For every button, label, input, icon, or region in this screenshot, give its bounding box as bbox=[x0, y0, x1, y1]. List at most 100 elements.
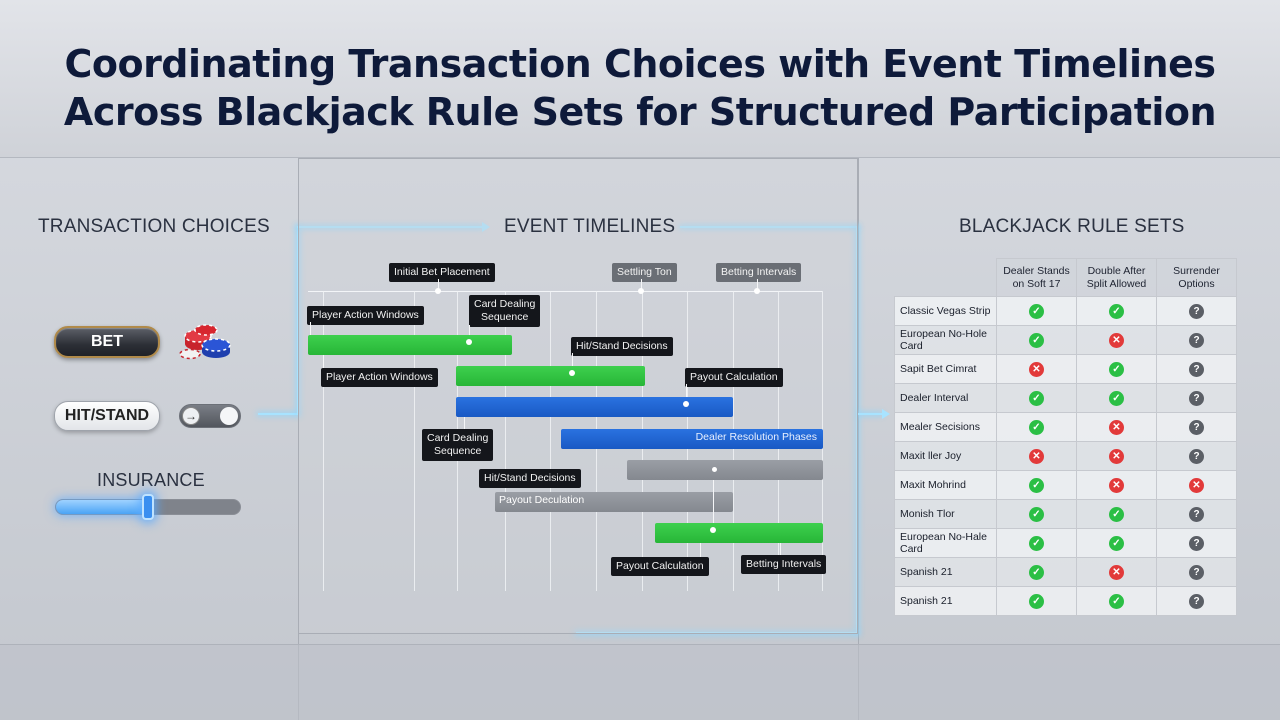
check-icon: ✓ bbox=[1029, 390, 1044, 406]
timeline-bar-betting-intervals[interactable] bbox=[655, 523, 823, 543]
timeline-label-payout: Payout Calculation bbox=[685, 368, 783, 387]
table-row: Spanish 21✓✕? bbox=[894, 557, 1237, 587]
check-icon: ✓ bbox=[1109, 361, 1124, 377]
table-cell: ✕ bbox=[1076, 412, 1157, 442]
connector-line bbox=[858, 413, 882, 415]
table-row: Sapit Bet Cimrat✕✓? bbox=[894, 354, 1237, 384]
table-cell: ✓ bbox=[996, 325, 1077, 355]
table-row: European No-Hole Card✓✕? bbox=[894, 325, 1237, 355]
insurance-label: INSURANCE bbox=[97, 470, 205, 490]
bottom-band bbox=[0, 644, 1280, 720]
connector-line bbox=[713, 480, 714, 524]
cross-icon: ✕ bbox=[1109, 419, 1124, 435]
table-cell: ✓ bbox=[996, 528, 1077, 558]
timeline-label-line: Sequence bbox=[434, 445, 482, 457]
table-body: Classic Vegas Strip✓✓?European No-Hole C… bbox=[894, 296, 1237, 616]
cross-icon: ✕ bbox=[1109, 564, 1124, 580]
rule-set-name: Spanish 21 bbox=[894, 586, 997, 616]
table-cell: ✓ bbox=[996, 557, 1077, 587]
timeline-label-hit-stand: Hit/Stand Decisions bbox=[479, 469, 581, 488]
connector-line bbox=[464, 417, 465, 429]
timeline-bar-label: Dealer Resolution Phases bbox=[695, 431, 817, 443]
table-cell: ? bbox=[1156, 296, 1237, 326]
page-title: Coordinating Transaction Choices with Ev… bbox=[0, 40, 1280, 136]
question-icon: ? bbox=[1189, 535, 1204, 551]
check-icon: ✓ bbox=[1109, 593, 1124, 609]
page-title-line-1: Coordinating Transaction Choices with Ev… bbox=[64, 42, 1216, 86]
table-row: Maxit ller Joy✕✕? bbox=[894, 441, 1237, 471]
timeline-label-payout: Payout Calculation bbox=[611, 557, 709, 576]
timeline-label-betting-intervals: Betting Intervals bbox=[741, 555, 827, 574]
casino-chips-icon bbox=[179, 324, 231, 360]
table-row: Spanish 21✓✓? bbox=[894, 586, 1237, 616]
table-row: Maxit Mohrind ✓ ✕✕ bbox=[894, 470, 1237, 500]
gridline bbox=[505, 291, 506, 591]
transaction-choices-heading: TRANSACTION CHOICES bbox=[38, 216, 270, 237]
table-cell: ✕ bbox=[996, 441, 1077, 471]
title-band bbox=[0, 0, 1280, 158]
table-cell: ✓ bbox=[996, 470, 1077, 500]
table-cell: ✓ bbox=[996, 412, 1077, 442]
timeline-bar-dealer-resolution[interactable]: Dealer Resolution Phases bbox=[561, 429, 823, 449]
insurance-slider[interactable] bbox=[55, 494, 241, 520]
check-icon: ✓ bbox=[1029, 419, 1044, 435]
timeline-label-player-action: Player Action Windows bbox=[321, 368, 438, 387]
rule-sets-table: Dealer Stands on Soft 17 Double After Sp… bbox=[894, 258, 1237, 616]
timeline-bar-payout-deculation[interactable]: Payout Deculation bbox=[495, 492, 733, 512]
timeline-bar-player-action[interactable] bbox=[308, 335, 512, 355]
question-icon: ? bbox=[1189, 506, 1204, 522]
timeline-marker bbox=[710, 527, 716, 533]
check-icon: ✓ bbox=[1029, 477, 1044, 493]
cross-icon: ✕ bbox=[1029, 448, 1044, 464]
question-icon: ? bbox=[1189, 361, 1204, 377]
table-cell: ✕ bbox=[1076, 557, 1157, 587]
table-cell: ? bbox=[1156, 412, 1237, 442]
table-cell: ✕ bbox=[1076, 325, 1157, 355]
event-timelines-heading: EVENT TIMELINES bbox=[504, 216, 676, 237]
rule-set-name: Mealer Secisions bbox=[894, 412, 997, 442]
check-icon: ✓ bbox=[1029, 506, 1044, 522]
table-cell: ? bbox=[1156, 383, 1237, 413]
check-icon: ✓ bbox=[1029, 535, 1044, 551]
table-cell: ✕ bbox=[1156, 470, 1237, 500]
hit-stand-toggle[interactable]: → bbox=[179, 404, 241, 428]
hit-stand-button[interactable]: HIT/STAND bbox=[54, 401, 160, 431]
bet-button[interactable]: BET bbox=[54, 326, 160, 358]
question-icon: ? bbox=[1189, 564, 1204, 580]
toggle-knob bbox=[220, 407, 238, 425]
connector-line bbox=[780, 543, 781, 555]
connector-line bbox=[641, 279, 642, 291]
question-icon: ? bbox=[1189, 390, 1204, 406]
rule-set-name: Maxit Mohrind bbox=[894, 470, 997, 500]
connector-line bbox=[686, 384, 687, 398]
timeline-label-card-dealing: Card Dealing Sequence bbox=[469, 295, 541, 327]
timeline-marker bbox=[712, 467, 717, 472]
timeline-bar-hit-stand[interactable] bbox=[456, 366, 645, 386]
timeline-label-card-dealing: Card Dealing Sequence bbox=[422, 429, 494, 461]
table-row: Monish Tlor✓✓? bbox=[894, 499, 1237, 529]
connector-line bbox=[757, 279, 758, 291]
timeline-bar-settling[interactable] bbox=[627, 460, 823, 480]
insurance-slider-thumb[interactable] bbox=[142, 494, 154, 520]
insurance-slider-fill bbox=[56, 500, 148, 514]
rule-set-name: Maxit ller Joy bbox=[894, 441, 997, 471]
connector-line bbox=[310, 322, 311, 336]
question-icon: ? bbox=[1189, 419, 1204, 435]
timeline-label-settling: Settling Ton bbox=[612, 263, 677, 282]
timeline-label-player-action: Player Action Windows bbox=[307, 306, 424, 325]
arrow-right-icon: → bbox=[182, 407, 200, 425]
table-cell: ? bbox=[1156, 557, 1237, 587]
question-icon: ? bbox=[1189, 332, 1204, 348]
cross-icon: ✕ bbox=[1109, 448, 1124, 464]
rule-set-name: Classic Vegas Strip bbox=[894, 296, 997, 326]
table-row: Dealer Interval✓✓? bbox=[894, 383, 1237, 413]
timeline-marker bbox=[754, 288, 760, 294]
table-cell: ✓ bbox=[996, 499, 1077, 529]
gridline bbox=[550, 291, 551, 591]
check-icon: ✓ bbox=[1029, 332, 1044, 348]
rule-set-name: Dealer Interval bbox=[894, 383, 997, 413]
check-icon: ✓ bbox=[1029, 564, 1044, 580]
timeline-bar-payout[interactable] bbox=[456, 397, 733, 417]
table-cell: ✓ bbox=[996, 296, 1077, 326]
table-cell: ✕ bbox=[1076, 470, 1157, 500]
